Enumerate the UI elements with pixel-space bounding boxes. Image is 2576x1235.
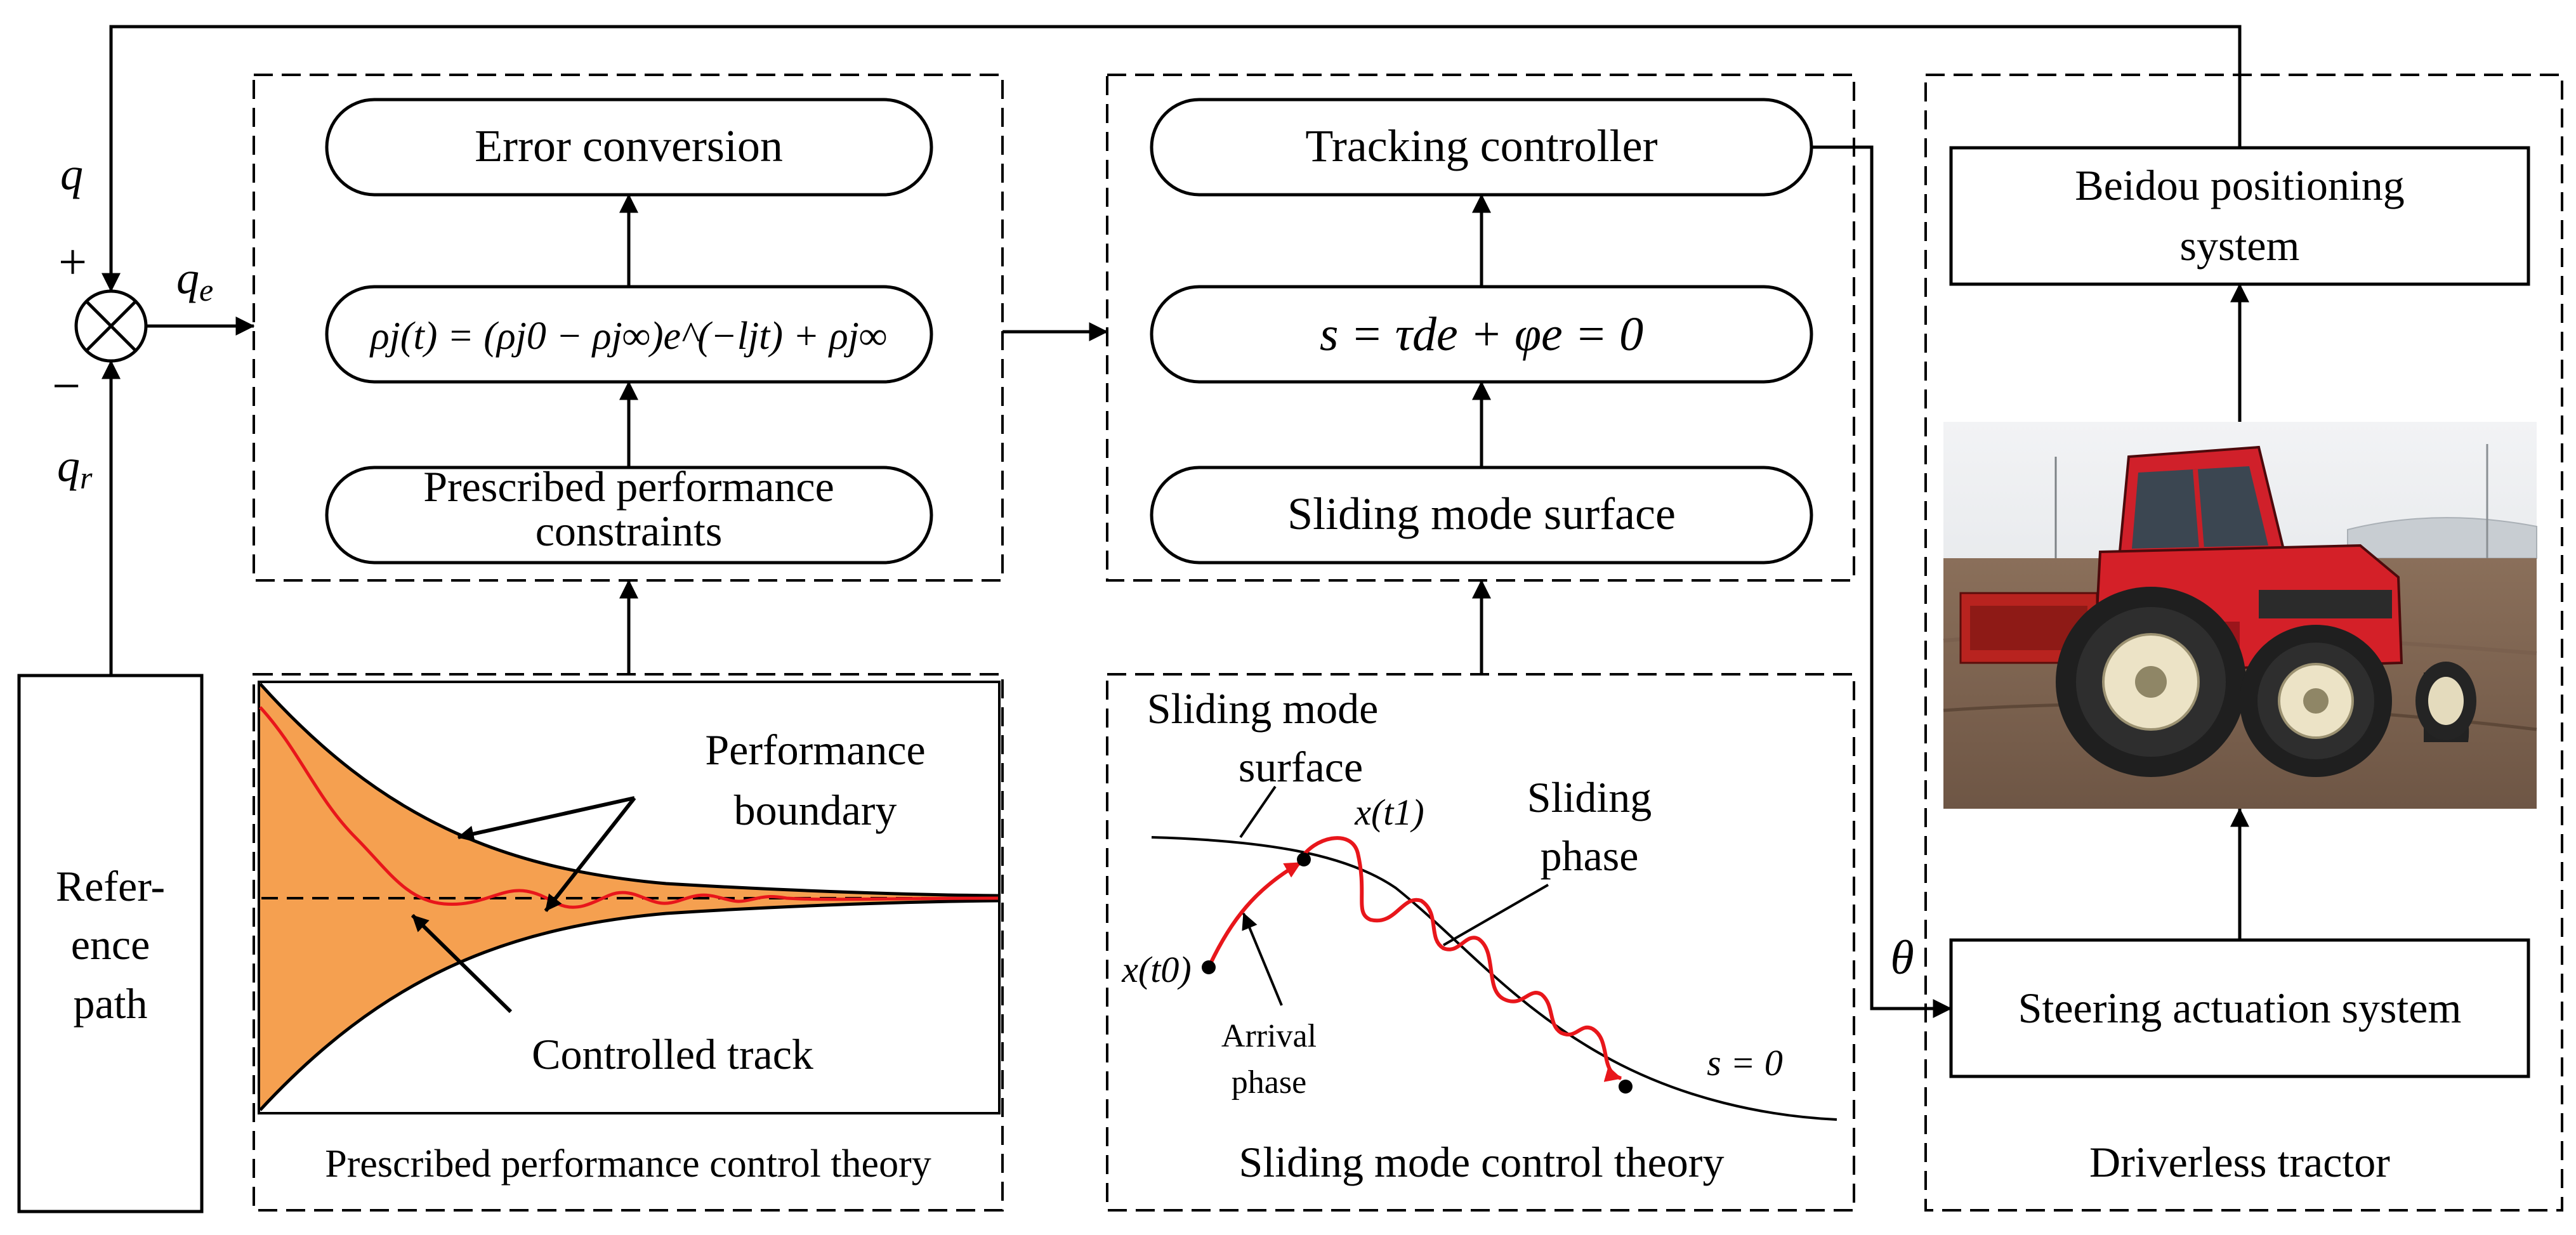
- arrival-trajectory: [1207, 861, 1302, 969]
- steering-block: [1949, 938, 2530, 1078]
- sliding-mode-surface-label: Sliding mode surface: [1287, 488, 1676, 539]
- point-x-t1: [1297, 853, 1311, 866]
- ppc-plot: [258, 681, 1001, 1114]
- sliding-phase-line2: phase: [1541, 832, 1639, 880]
- boundary-pointer-lower: [544, 797, 636, 912]
- tractor-group-box: [1924, 74, 2563, 1212]
- sliding-surface-curve: [1151, 836, 1837, 1121]
- error-conversion-label: Error conversion: [475, 121, 783, 171]
- beidou-label-line2: system: [2180, 221, 2300, 270]
- x-t0-label: x(t0): [1121, 949, 1192, 990]
- tractor-photo: [1943, 422, 2537, 809]
- theta-label: θ: [1890, 931, 1914, 984]
- beidou-label-line1: Beidou positioning: [2075, 161, 2404, 209]
- plus-label: +: [58, 235, 87, 291]
- arrival-phase-line2: phase: [1232, 1064, 1306, 1101]
- point-x-t0: [1202, 960, 1216, 974]
- qr-label: qr: [57, 440, 93, 495]
- smc-surface-label-line1: Sliding mode: [1147, 684, 1379, 733]
- smc-plot: [1151, 785, 1837, 1121]
- point-end: [1619, 1080, 1633, 1094]
- constraints-label-line1: Prescribed performance: [423, 462, 834, 511]
- sliding-trajectory: [1299, 836, 1622, 1082]
- reference-path-block: [17, 674, 204, 1213]
- feedback-line: [102, 25, 2242, 292]
- steering-label: Steering actuation system: [2018, 984, 2462, 1032]
- surface-pointer: [1239, 785, 1277, 839]
- minus-label: −: [52, 358, 81, 414]
- lower-boundary-curve: [259, 899, 999, 1111]
- performance-boundary-line1: Performance: [705, 726, 925, 774]
- summing-junction: [74, 289, 148, 363]
- ppc-plot-caption: Prescribed performance control theory: [325, 1142, 931, 1186]
- beidou-block: [1949, 146, 2530, 286]
- phase-pointer: [1443, 884, 1549, 946]
- tracking-controller-label: Tracking controller: [1305, 121, 1657, 171]
- reference-path-line3: path: [73, 979, 147, 1028]
- sliding-phase-line1: Sliding: [1527, 773, 1652, 821]
- controlled-track-label: Controlled track: [532, 1030, 813, 1078]
- boundary-pointer-upper: [457, 796, 635, 842]
- smc-surface-label-line2: surface: [1239, 743, 1363, 791]
- track-pointer: [411, 913, 513, 1014]
- controller-to-steering-line: [1811, 145, 1952, 1018]
- reference-path-line2: ence: [71, 920, 150, 969]
- performance-boundary-line2: boundary: [734, 786, 897, 834]
- qe-label: qe: [176, 252, 213, 308]
- arrival-phase-line1: Arrival: [1221, 1018, 1317, 1054]
- controlled-track-curve: [259, 706, 999, 909]
- smc-plot-caption: Sliding mode control theory: [1239, 1138, 1725, 1186]
- surface-equation-label: s = τde + φe = 0: [1320, 308, 1643, 361]
- q-label: q: [60, 148, 83, 199]
- arrival-pointer: [1242, 912, 1283, 1006]
- s-zero-label: s = 0: [1707, 1042, 1783, 1083]
- tractor-caption: Driverless tractor: [2089, 1138, 2390, 1186]
- x-t1-label: x(t1): [1354, 792, 1424, 833]
- constraints-label-line2: constraints: [536, 507, 723, 555]
- ppc-formula: ρj(t) = (ρj0 − ρj∞)e^(−ljt) + ρj∞: [369, 315, 887, 358]
- upper-boundary-curve: [259, 683, 999, 898]
- reference-path-line1: Refer-: [56, 862, 165, 910]
